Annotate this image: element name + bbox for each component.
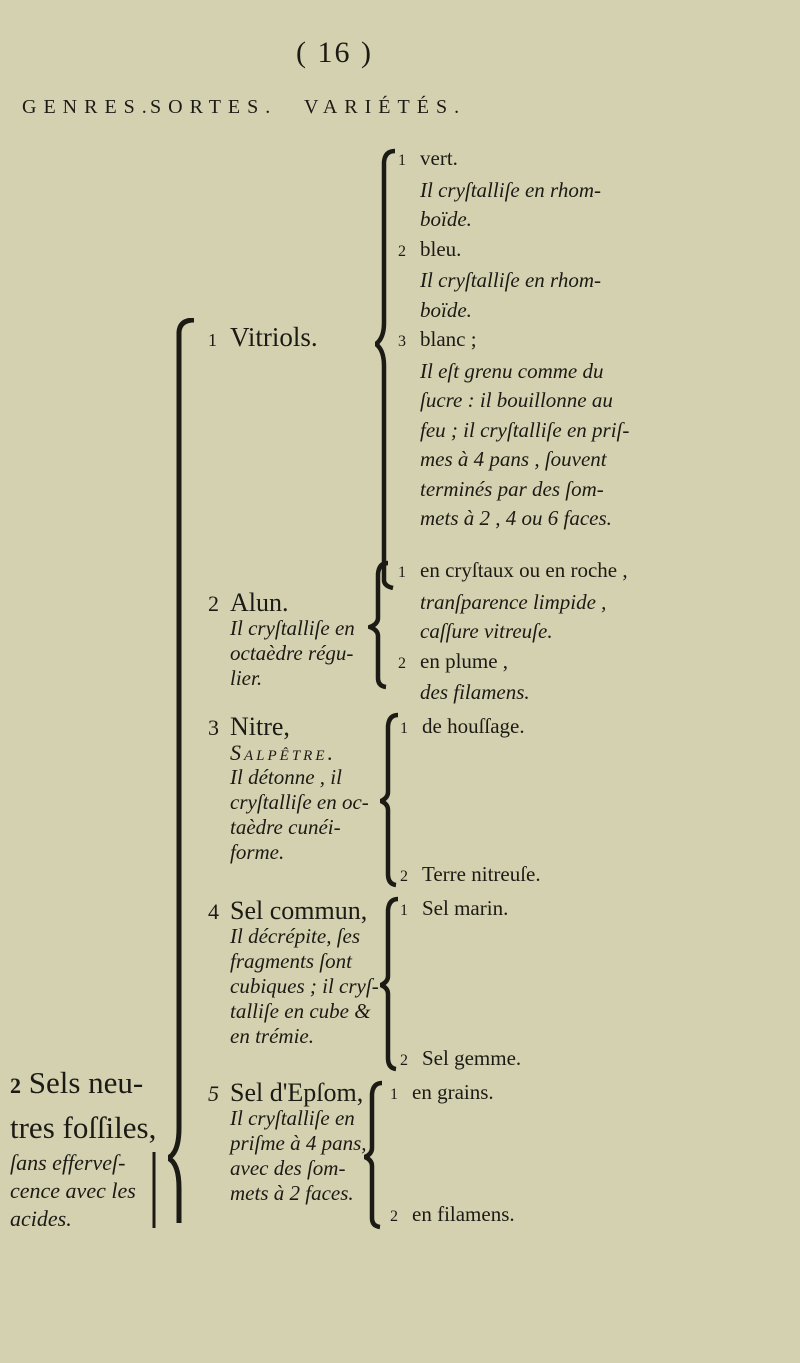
sorte-desc-line: mets à 2 faces.	[230, 1181, 354, 1205]
variete-number: 3	[398, 333, 406, 350]
variete-name: Sel marin.	[422, 896, 509, 920]
column-header-varietes: VARIÉTÉS.	[304, 96, 467, 118]
variete-desc-line: mes à 4 pans , ſouvent	[420, 447, 607, 471]
sorte-4-variete-1: 1 Sel marin.	[400, 894, 508, 926]
sorte-5-brace	[364, 1080, 386, 1230]
variete-desc-line: ſucre : il bouillonne au	[420, 388, 613, 412]
genre-brace	[168, 318, 198, 1230]
sorte-1: 1 Vitriols.	[208, 322, 318, 353]
sorte-4-variete-2: 2 Sel gemme.	[400, 1044, 521, 1076]
sorte-number: 3	[208, 715, 219, 740]
sorte-number: 1	[208, 330, 217, 350]
sorte-desc-line: priſme à 4 pans,	[230, 1131, 367, 1155]
sorte-alt-name: Salpêtre.	[230, 740, 336, 765]
variete-number: 1	[390, 1086, 398, 1103]
genre-entry: 2 Sels neu- tres foſſiles, ſans efferveſ…	[10, 1062, 156, 1233]
sorte-desc-line: avec des ſom-	[230, 1156, 346, 1180]
sorte-name: Sel d'Epſom,	[230, 1078, 364, 1107]
sorte-desc-line: Il cryſtalliſe en	[230, 616, 355, 640]
sorte-desc-line: lier.	[230, 666, 263, 690]
genre-desc-line: cence avec les	[10, 1178, 136, 1203]
sorte-1-brace	[375, 148, 397, 590]
variete-item: 1 vert.	[398, 144, 629, 176]
sorte-desc-line: en trémie.	[230, 1024, 314, 1048]
sorte-5: 5 Sel d'Epſom, Il cryſtalliſe en priſme à…	[208, 1080, 367, 1206]
genre-desc-line: acides.	[10, 1206, 72, 1231]
variete-item: 2 en plume ,	[398, 647, 628, 679]
variete-desc-line: mets à 2 , 4 ou 6 faces.	[420, 506, 612, 530]
column-header-sortes: SORTES.	[150, 96, 278, 118]
variete-desc-line: tranſparence limpide ,	[420, 589, 607, 614]
variete-number: 1	[398, 152, 406, 169]
sorte-desc-line: fragments ſont	[230, 949, 352, 973]
sorte-5-variete-1: 1 en grains.	[390, 1078, 494, 1110]
variete-name: Sel gemme.	[422, 1046, 522, 1070]
variete-number: 2	[400, 1052, 408, 1069]
variete-number: 1	[398, 564, 406, 581]
sorte-2-brace	[368, 560, 392, 690]
sorte-desc-line: taèdre cunéi-	[230, 815, 341, 839]
variete-name: en grains.	[412, 1080, 494, 1104]
page-number: ( 16 )	[296, 36, 373, 69]
variete-desc-line: Il cryſtalliſe en rhom-	[420, 177, 601, 202]
variete-item: 1 en cryſtaux ou en roche ,	[398, 556, 628, 588]
variete-number: 2	[400, 868, 408, 885]
variete-number: 1	[400, 902, 408, 919]
sorte-3: 3 Nitre, Salpêtre. Il détonne , il cryſta…	[208, 714, 369, 865]
variete-desc-line: terminés par des ſom-	[420, 476, 604, 501]
genre-title-line: Sels neu-	[28, 1065, 144, 1100]
sorte-number: 2	[208, 591, 219, 616]
variete-name: blanc ;	[420, 327, 477, 351]
variete-number: 2	[390, 1208, 398, 1225]
genre-number: 2	[10, 1073, 21, 1098]
sorte-3-variete-1: 1 de houſſage.	[400, 712, 525, 744]
variete-name: bleu.	[420, 236, 462, 261]
sorte-desc-line: cryſtalliſe en oc-	[230, 790, 369, 814]
genre-desc-line: ſans efferveſ-	[10, 1150, 126, 1175]
column-header-genres: GENRES.	[22, 96, 154, 118]
variete-desc-line: boïde.	[420, 207, 472, 231]
variete-name: vert.	[420, 146, 458, 170]
variete-desc-line: Il eſt grenu comme du	[420, 358, 604, 383]
genre-desc-brace	[152, 1150, 166, 1230]
variete-desc-line: des filamens.	[420, 680, 530, 704]
variete-name: en plume ,	[420, 648, 509, 673]
sorte-desc-line: Il décrépite, ſes	[230, 924, 361, 948]
sorte-5-variete-2: 2 en filamens.	[390, 1200, 515, 1232]
sorte-4-brace	[380, 896, 402, 1072]
sorte-4: 4 Sel commun, Il décrépite, ſes fragments…	[208, 898, 379, 1049]
sorte-name: Nitre,	[230, 712, 290, 741]
variete-desc-line: feu ; il cryſtalliſe en priſ-	[420, 417, 630, 442]
sorte-desc-line: cubiques ; il cryſ-	[230, 974, 379, 998]
variete-name: en filamens.	[412, 1202, 515, 1226]
sorte-number: 4	[208, 899, 219, 924]
variete-number: 1	[400, 720, 408, 737]
variete-desc-line: Il cryſtalliſe en rhom-	[420, 268, 601, 292]
sorte-desc-line: Il détonne , il	[230, 765, 342, 789]
variete-name: en cryſtaux ou en roche ,	[420, 558, 628, 582]
sorte-2-varietes: 1 en cryſtaux ou en roche , tranſparence …	[398, 556, 628, 708]
sorte-desc-line: forme.	[230, 840, 285, 864]
sorte-desc-line: Il cryſtalliſe en	[230, 1106, 355, 1130]
genre-title-line: tres foſſiles,	[10, 1110, 157, 1145]
sorte-desc-line: talliſe en cube &	[230, 999, 371, 1023]
variete-number: 2	[398, 654, 406, 672]
sorte-name: Alun.	[230, 588, 289, 617]
sorte-3-variete-2: 2 Terre nitreuſe.	[400, 860, 541, 892]
sorte-number: 5	[208, 1081, 219, 1106]
variete-name: Terre nitreuſe.	[422, 862, 541, 886]
sorte-desc-line: octaèdre régu-	[230, 641, 354, 665]
variete-item: 2 bleu.	[398, 235, 629, 267]
variete-name: de houſſage.	[422, 714, 525, 738]
variete-number: 2	[398, 242, 406, 260]
sorte-name: Vitriols.	[230, 322, 318, 352]
sorte-name: Sel commun,	[230, 896, 368, 925]
variete-desc-line: caſſure vitreuſe.	[420, 619, 553, 643]
variete-item: 3 blanc ;	[398, 325, 629, 357]
variete-desc-line: boïde.	[420, 297, 472, 322]
sorte-3-brace	[380, 712, 402, 888]
